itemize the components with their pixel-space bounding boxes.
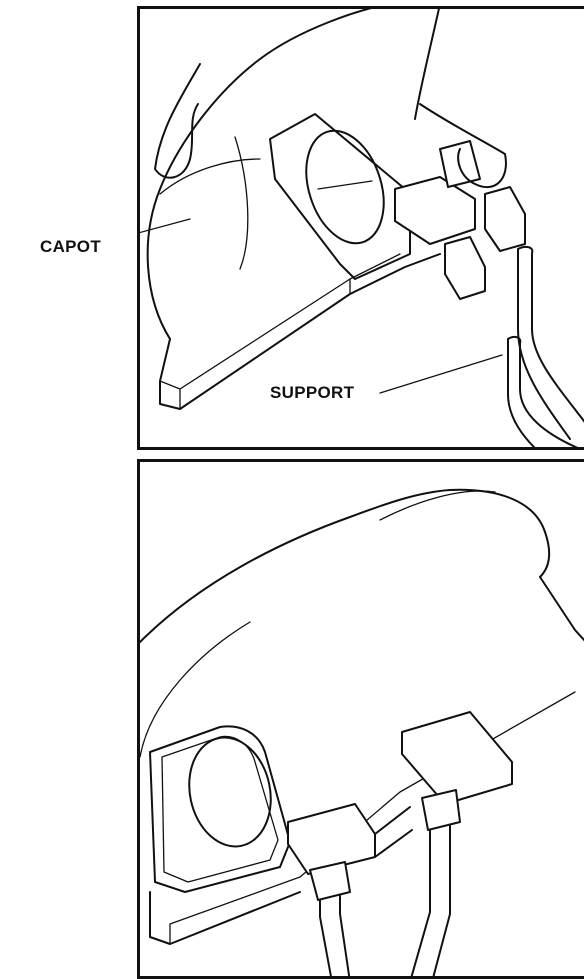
hood-base-edge — [159, 253, 401, 410]
hood-base-rim — [149, 576, 584, 945]
support-label: SUPPORT — [270, 383, 355, 402]
support-post-right — [517, 245, 584, 440]
hood-base-edge — [169, 691, 576, 945]
support-clamp-left — [309, 861, 351, 901]
support-leader-line — [379, 354, 503, 394]
console-opening — [188, 736, 272, 848]
console-frame — [269, 113, 411, 280]
capot-leader-line — [140, 218, 191, 234]
hood-install-illustration — [140, 9, 584, 447]
hood-installed-illustration — [140, 488, 584, 976]
console-frame — [149, 725, 291, 893]
connector-latch — [439, 140, 481, 188]
hood-shell — [146, 9, 440, 340]
step-panel-hood-installed — [137, 459, 584, 979]
hood-side-curve — [140, 621, 251, 758]
bracket-upper — [484, 186, 526, 252]
bracket-lower — [444, 236, 486, 300]
left-hand — [154, 63, 201, 179]
hood-shell — [140, 488, 551, 643]
connector-block — [394, 176, 476, 245]
support-post-left — [507, 335, 579, 447]
support-clamp-right — [421, 789, 461, 831]
hood-inner-curve — [159, 136, 261, 270]
step-panel-install-hood — [137, 6, 584, 450]
support-post-right — [410, 797, 451, 976]
right-hand — [419, 103, 507, 189]
console-opening — [305, 129, 385, 245]
connector-housing-left — [287, 803, 376, 875]
console-opening-ledge — [317, 180, 373, 190]
console-inner-frame — [161, 735, 279, 883]
crossbar — [374, 806, 413, 858]
hood-crown-curve — [379, 490, 496, 521]
connector-housing-right — [401, 711, 513, 805]
hood-label: CAPOT — [40, 237, 101, 256]
